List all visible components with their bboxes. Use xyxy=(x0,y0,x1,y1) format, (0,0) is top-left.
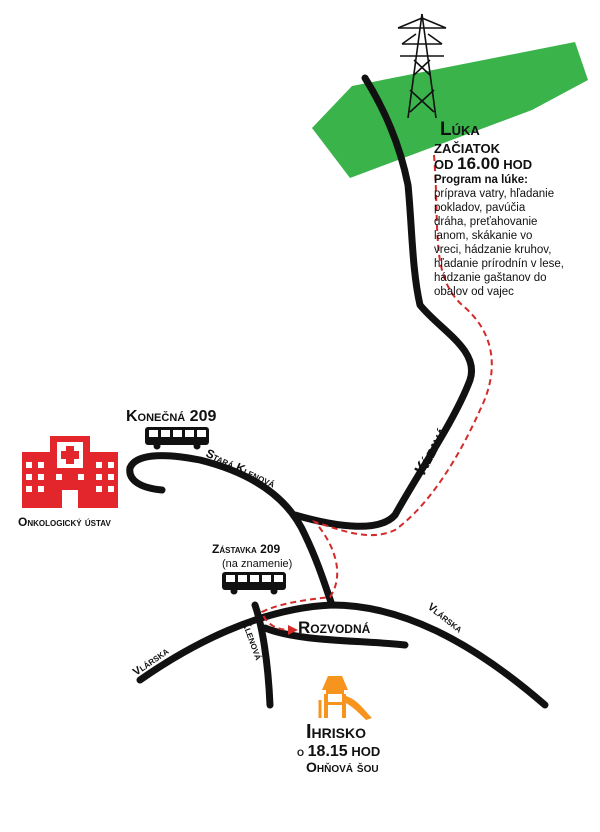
road-klzava xyxy=(291,74,476,530)
power-pylon-icon xyxy=(397,13,447,119)
stop-label-zastavka: Zástavka 209 xyxy=(212,542,280,556)
meadow-program-item: obalov od vajec xyxy=(434,286,514,298)
playground-time-line: o 18.15 HOD xyxy=(297,743,380,760)
stop-label-konecna: Konečná 209 xyxy=(126,408,216,425)
road-label-rozvodna: Rozvodná xyxy=(298,618,371,637)
road-stara-klenova xyxy=(126,452,336,609)
walking-route xyxy=(260,154,493,631)
playground-time-suffix: HOD xyxy=(351,744,380,759)
playground-title: Ihrisko xyxy=(306,721,366,743)
meadow-program-item: príprava vatry, hľadanie xyxy=(434,188,554,200)
road-label-klzava: Kĺzavá xyxy=(411,423,452,478)
bus-icon xyxy=(145,427,209,450)
hospital-label: Onkologický ústav xyxy=(18,515,111,529)
road-varska xyxy=(136,601,549,709)
road-network xyxy=(126,74,549,709)
meadow-area xyxy=(312,42,588,178)
meadow-start-label: ZAČIATOK xyxy=(434,141,501,156)
meadow-program-item: dráha, preťahovanie xyxy=(434,216,537,228)
meadow-program-item: pokladov, pavúčia xyxy=(434,202,526,214)
playground-slide-icon xyxy=(318,676,372,720)
road-label-stara-klenova: Stará Klenová xyxy=(204,446,278,490)
road-rozvodna xyxy=(261,624,409,649)
meadow-program-item: lanom, skákanie vo xyxy=(434,230,532,242)
route-arrow-icon xyxy=(288,625,298,635)
road-klenova xyxy=(251,601,274,709)
bus-icon xyxy=(222,572,286,595)
meadow-time-prefix: OD xyxy=(434,157,454,172)
meadow-time: 16.00 xyxy=(457,154,500,173)
meadow-program-list: príprava vatry, hľadanie pokladov, pavúči… xyxy=(434,188,564,298)
meadow-program-title: Program na lúke: xyxy=(434,174,528,186)
hospital-icon xyxy=(22,436,118,508)
meadow-program-item: hľadanie prírodnín v lese, xyxy=(434,258,564,270)
playground-time-prefix: o xyxy=(297,744,304,759)
road-stara-klenova-loop xyxy=(126,464,166,494)
meadow-time-suffix: HOD xyxy=(503,157,532,172)
meadow-program-item: vreci, hádzanie kruhov, xyxy=(434,244,551,256)
meadow-title: Lúka xyxy=(440,119,480,140)
playground-time: 18.15 xyxy=(308,743,348,760)
playground-event: Ohňová šou xyxy=(306,759,379,775)
stop-label-zastavka-note: (na znamenie) xyxy=(222,558,292,570)
meadow-start-time: OD 16.00 HOD xyxy=(434,154,532,173)
meadow-program-item: hádzanie gaštanov do xyxy=(434,272,547,284)
